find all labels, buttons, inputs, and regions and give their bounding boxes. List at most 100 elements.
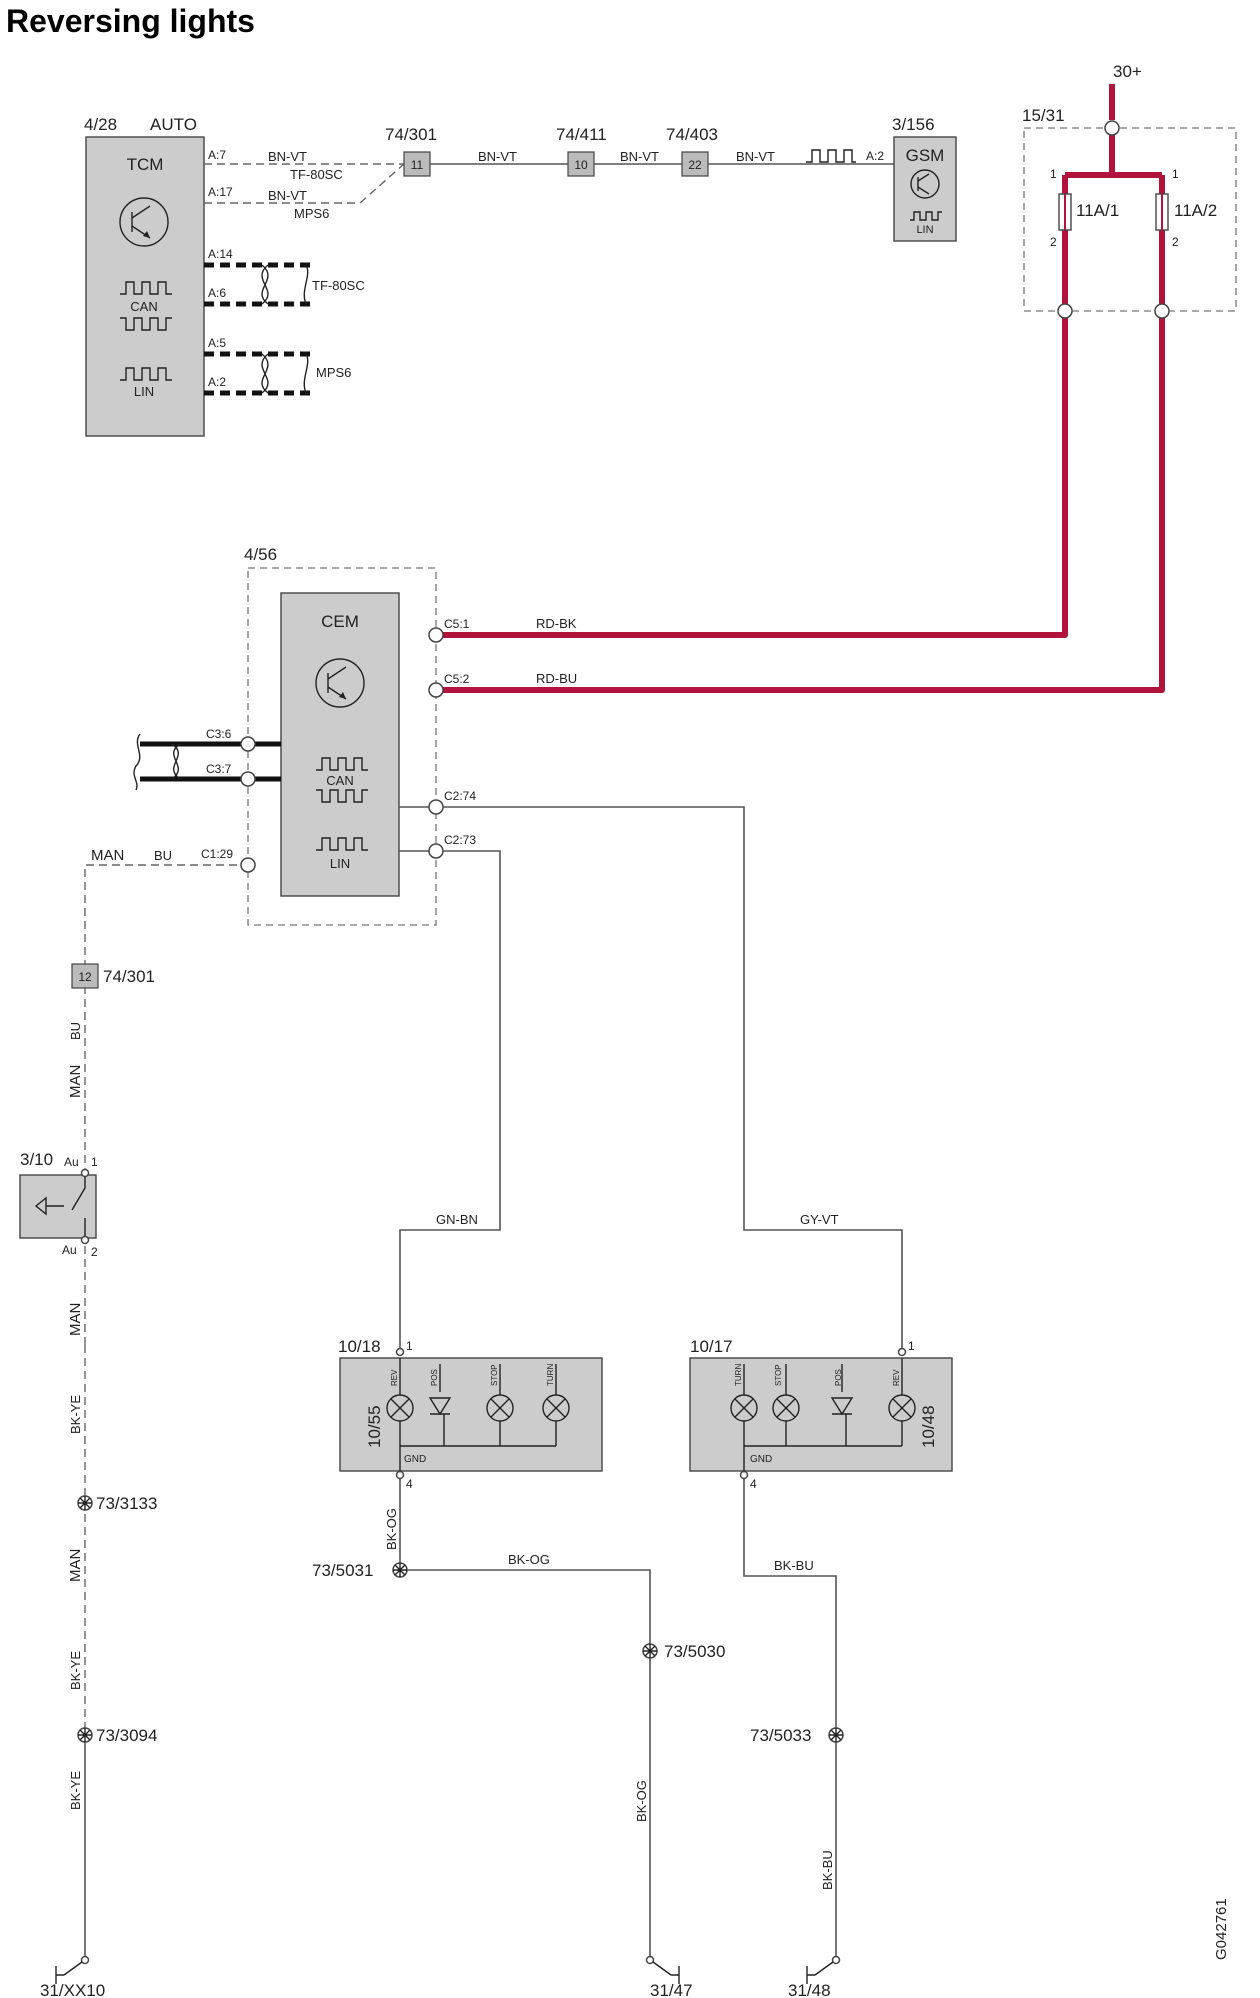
fuse2-label: 11A/2 — [1174, 201, 1217, 220]
wire-bkog-3: BK-OG — [634, 1780, 649, 1822]
splice-74-301-pin: 11 — [411, 158, 424, 172]
figure-ref-code: G042761 — [1213, 1898, 1230, 1960]
lamp-right-label-pos: POS — [834, 1369, 843, 1386]
switch-au-1: Au — [64, 1155, 79, 1169]
tcm-id-label: 4/28 — [84, 115, 117, 134]
wire-gnbn-label: GN-BN — [436, 1212, 478, 1227]
lin-signal-icon — [910, 211, 942, 221]
lamp-right-id: 10/17 — [690, 1337, 733, 1356]
gsm-id-label: 3/156 — [892, 115, 935, 134]
wire-rdbu-label: RD-BU — [536, 671, 577, 686]
cem-lin-label: LIN — [330, 856, 350, 871]
lamp-left-label-stop: STOP — [490, 1364, 499, 1386]
lin-wire-label-1: BN-VT — [478, 149, 517, 164]
tcm-lin-label: LIN — [134, 384, 154, 399]
note-tf80sc-a7: TF-80SC — [290, 167, 343, 182]
lamp-right-label-stop: STOP — [774, 1364, 783, 1386]
bulb-icon — [772, 1394, 800, 1422]
tcm-bus2-label: MPS6 — [316, 365, 351, 380]
wire-bnvt-a17: BN-VT — [268, 188, 307, 203]
led-icon — [428, 1397, 452, 1420]
left-wire-man-1: MAN — [67, 1065, 84, 1098]
lamp-left-feeds — [399, 1358, 557, 1395]
gsm-lin-label: LIN — [916, 224, 933, 236]
splice-73-5033: 73/5033 — [750, 1726, 811, 1745]
lin-wire-label-2: BN-VT — [620, 149, 659, 164]
cem-pin-c36 — [240, 736, 256, 752]
cem-pin-c36-label: C3:6 — [206, 727, 232, 741]
switch-pin2-dot — [80, 1235, 90, 1245]
ground-splice-icon — [77, 1727, 93, 1743]
gsm-pin-a2: A:2 — [866, 149, 884, 163]
fuse1-label: 11A/1 — [1076, 201, 1119, 220]
cem-pin-c51-label: C5:1 — [444, 617, 470, 631]
splice-74-301-pin12 — [71, 963, 99, 989]
tcm-pin-a2: A:2 — [208, 375, 226, 389]
lamp-left-pin4-dot — [395, 1470, 405, 1480]
lamp-left-id: 10/18 — [338, 1337, 381, 1356]
cem-pin-c274 — [428, 799, 444, 815]
tcm-pin-a7: A:7 — [208, 148, 226, 162]
lamp-right-ground-bus — [743, 1420, 903, 1447]
splice-74-403-pin: 22 — [688, 158, 702, 172]
ground-icon — [645, 1955, 680, 1984]
splice-12-id: 74/301 — [103, 967, 155, 986]
cem-can-label: CAN — [326, 773, 353, 788]
lamp-right-label-turn: TURN — [734, 1364, 743, 1386]
lamp-left-label-turn: TURN — [546, 1364, 555, 1386]
ground-73-3094: 73/3094 — [96, 1726, 157, 1745]
fuse1-pin1: 1 — [1050, 167, 1057, 181]
bulb-icon — [730, 1394, 758, 1422]
wire-bkbu-2: BK-BU — [820, 1850, 835, 1890]
lamp-left-gnd: GND — [404, 1454, 426, 1465]
wire-bkog-1: BK-OG — [384, 1508, 399, 1550]
ground-31-47: 31/47 — [650, 1981, 693, 1998]
lin-wire-label-3: BN-VT — [736, 149, 775, 164]
led-icon — [830, 1397, 854, 1420]
twisted-pair-icon — [261, 353, 269, 394]
transistor-icon — [315, 658, 365, 708]
fuse2-pin2: 2 — [1172, 235, 1179, 249]
fusebox-out-1 — [1057, 303, 1073, 319]
ground-icon — [806, 1955, 841, 1984]
lamp-left-vid: 10/55 — [365, 1405, 384, 1448]
tcm-a17-wire — [204, 163, 405, 204]
ground-splice-icon — [642, 1643, 658, 1659]
bus-break-1 — [303, 264, 309, 305]
left-wire-man-3: MAN — [67, 1549, 84, 1582]
bulb-icon — [486, 1394, 514, 1422]
lamp-right-label-rev: REV — [892, 1369, 901, 1386]
lamp-left-module — [339, 1357, 603, 1472]
tcm-bus1-label: TF-80SC — [312, 278, 365, 293]
ground-73-3133: 73/3133 — [96, 1494, 157, 1513]
ground-31-48: 31/48 — [788, 1981, 831, 1998]
tcm-pin-a17: A:17 — [208, 185, 233, 199]
tcm-pin-a14: A:14 — [208, 247, 233, 261]
splice-73-5031: 73/5031 — [312, 1561, 373, 1580]
bu-label: BU — [154, 848, 172, 863]
switch-pin2: 2 — [91, 1245, 98, 1259]
can-signal-icon — [120, 281, 172, 331]
fuse2-pin1: 1 — [1172, 167, 1179, 181]
bkbu-wire — [743, 1479, 837, 1960]
wire-bkbu-1: BK-BU — [774, 1558, 814, 1573]
lin-signal-icon — [806, 149, 856, 163]
ground-31-xx10: 31/XX10 — [40, 1981, 105, 1998]
gsm-name: GSM — [906, 146, 945, 165]
lin-signal-icon — [316, 837, 368, 851]
fusebox-15-31 — [1023, 127, 1237, 312]
bulb-icon — [386, 1394, 414, 1422]
lamp-right-pin1-dot — [897, 1347, 907, 1357]
switch-contact-icon — [71, 1177, 86, 1236]
ground-splice-icon — [392, 1562, 408, 1578]
cem-pin-c273-label: C2:73 — [444, 833, 476, 847]
gyvt-wire — [443, 806, 903, 1350]
splice-74-403-id: 74/403 — [666, 125, 718, 144]
switch-pin1: 1 — [91, 1155, 98, 1169]
ground-splice-icon — [77, 1495, 93, 1511]
wire-gyvt-label: GY-VT — [800, 1212, 839, 1227]
wire-bnvt-a7: BN-VT — [268, 149, 307, 164]
transistor-icon — [119, 197, 169, 247]
switch-au-2: Au — [62, 1243, 77, 1257]
